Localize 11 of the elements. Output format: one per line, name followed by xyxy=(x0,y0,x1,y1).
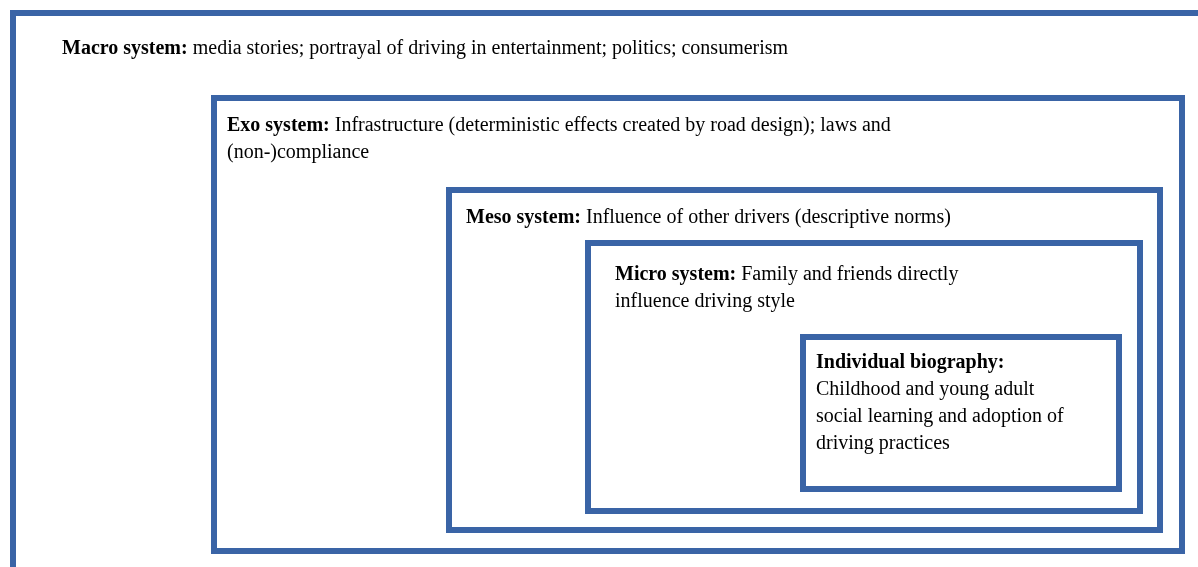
system-box xyxy=(211,95,1185,554)
system-box xyxy=(446,187,1163,533)
system-box xyxy=(800,334,1122,492)
description: Childhood and young adult social learning and adoption of driving practices xyxy=(816,376,1065,456)
description: Exo system: Infrastructure (deterministic effects created by road design); laws and (non-)compliance xyxy=(227,112,892,165)
description: Micro system: Family and friends directly influence driving style xyxy=(615,261,960,314)
system-box xyxy=(585,240,1143,514)
description: Macro system: media stories; portrayal of driving in entertainment; politics; consumerism xyxy=(62,35,790,61)
heading: Individual biography: xyxy=(816,349,1006,375)
description: Meso system: Influence of other drivers (descriptive norms) xyxy=(466,204,952,230)
system-box xyxy=(10,10,1198,567)
